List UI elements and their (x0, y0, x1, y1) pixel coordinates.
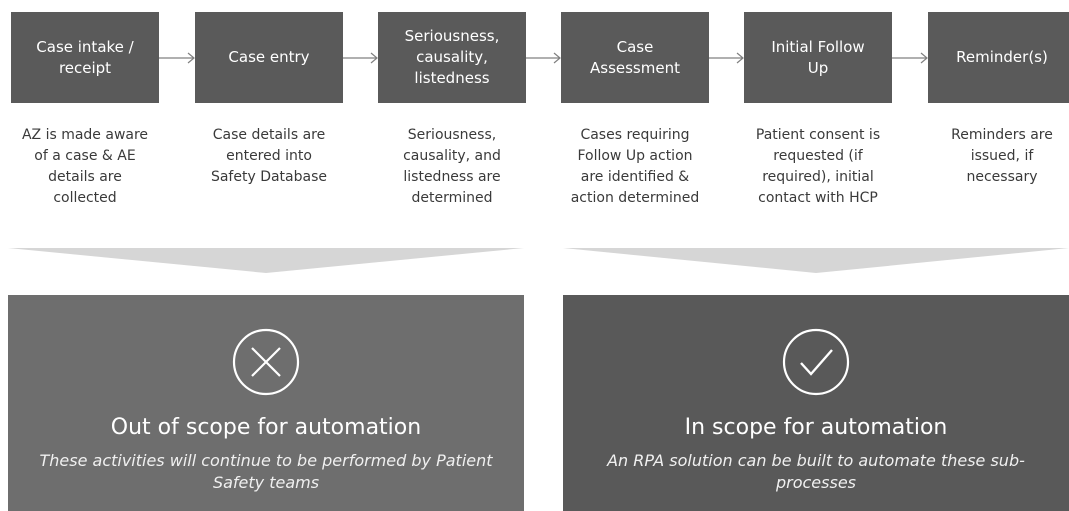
funnel-right (563, 248, 1069, 273)
out-of-scope-panel: Out of scope for automation These activi… (8, 295, 524, 511)
step-box-initial-follow-up: Initial Follow Up (744, 12, 892, 103)
step-title: Case entry (228, 48, 310, 66)
step-title: Seriousness, causality, listedness (404, 27, 500, 87)
in-scope-subtitle: An RPA solution can be built to automate… (607, 451, 1025, 492)
step-description: Cases requiring Follow Up action are ide… (570, 127, 700, 206)
step-box-seriousness: Seriousness, causality, listedness (378, 12, 526, 103)
step-description: AZ is made aware of a case & AE details … (21, 127, 149, 206)
arrow-right-icon (892, 52, 928, 64)
x-circle-icon (232, 328, 300, 396)
step-box-case-intake: Case intake / receipt (11, 12, 159, 103)
step-box-reminders: Reminder(s) (928, 12, 1069, 103)
arrow-right-icon (343, 52, 378, 64)
step-title: Case Assessment (590, 37, 680, 77)
step-box-case-assessment: Case Assessment (561, 12, 709, 103)
out-of-scope-title: Out of scope for automation (110, 415, 422, 440)
step-connector-arrows (159, 52, 928, 64)
in-scope-title: In scope for automation (684, 415, 948, 440)
step-description: Reminders are issued, if necessary (951, 127, 1053, 185)
step-description: Patient consent is requested (if require… (755, 127, 881, 206)
step-title: Initial Follow Up (771, 37, 865, 77)
arrow-right-icon (159, 52, 195, 64)
out-of-scope-subtitle: These activities will continue to be per… (39, 451, 493, 492)
step-title: Reminder(s) (956, 48, 1048, 66)
step-description: Seriousness, causality, and listedness a… (403, 127, 501, 206)
funnel-left (8, 248, 524, 273)
step-title: Case intake / receipt (36, 37, 134, 77)
step-box-case-entry: Case entry (195, 12, 343, 103)
arrow-right-icon (709, 52, 744, 64)
arrow-right-icon (526, 52, 561, 64)
step-description: Case details are entered into Safety Dat… (210, 127, 328, 185)
checkmark-circle-icon (782, 328, 850, 396)
in-scope-panel: In scope for automation An RPA solution … (563, 295, 1069, 511)
